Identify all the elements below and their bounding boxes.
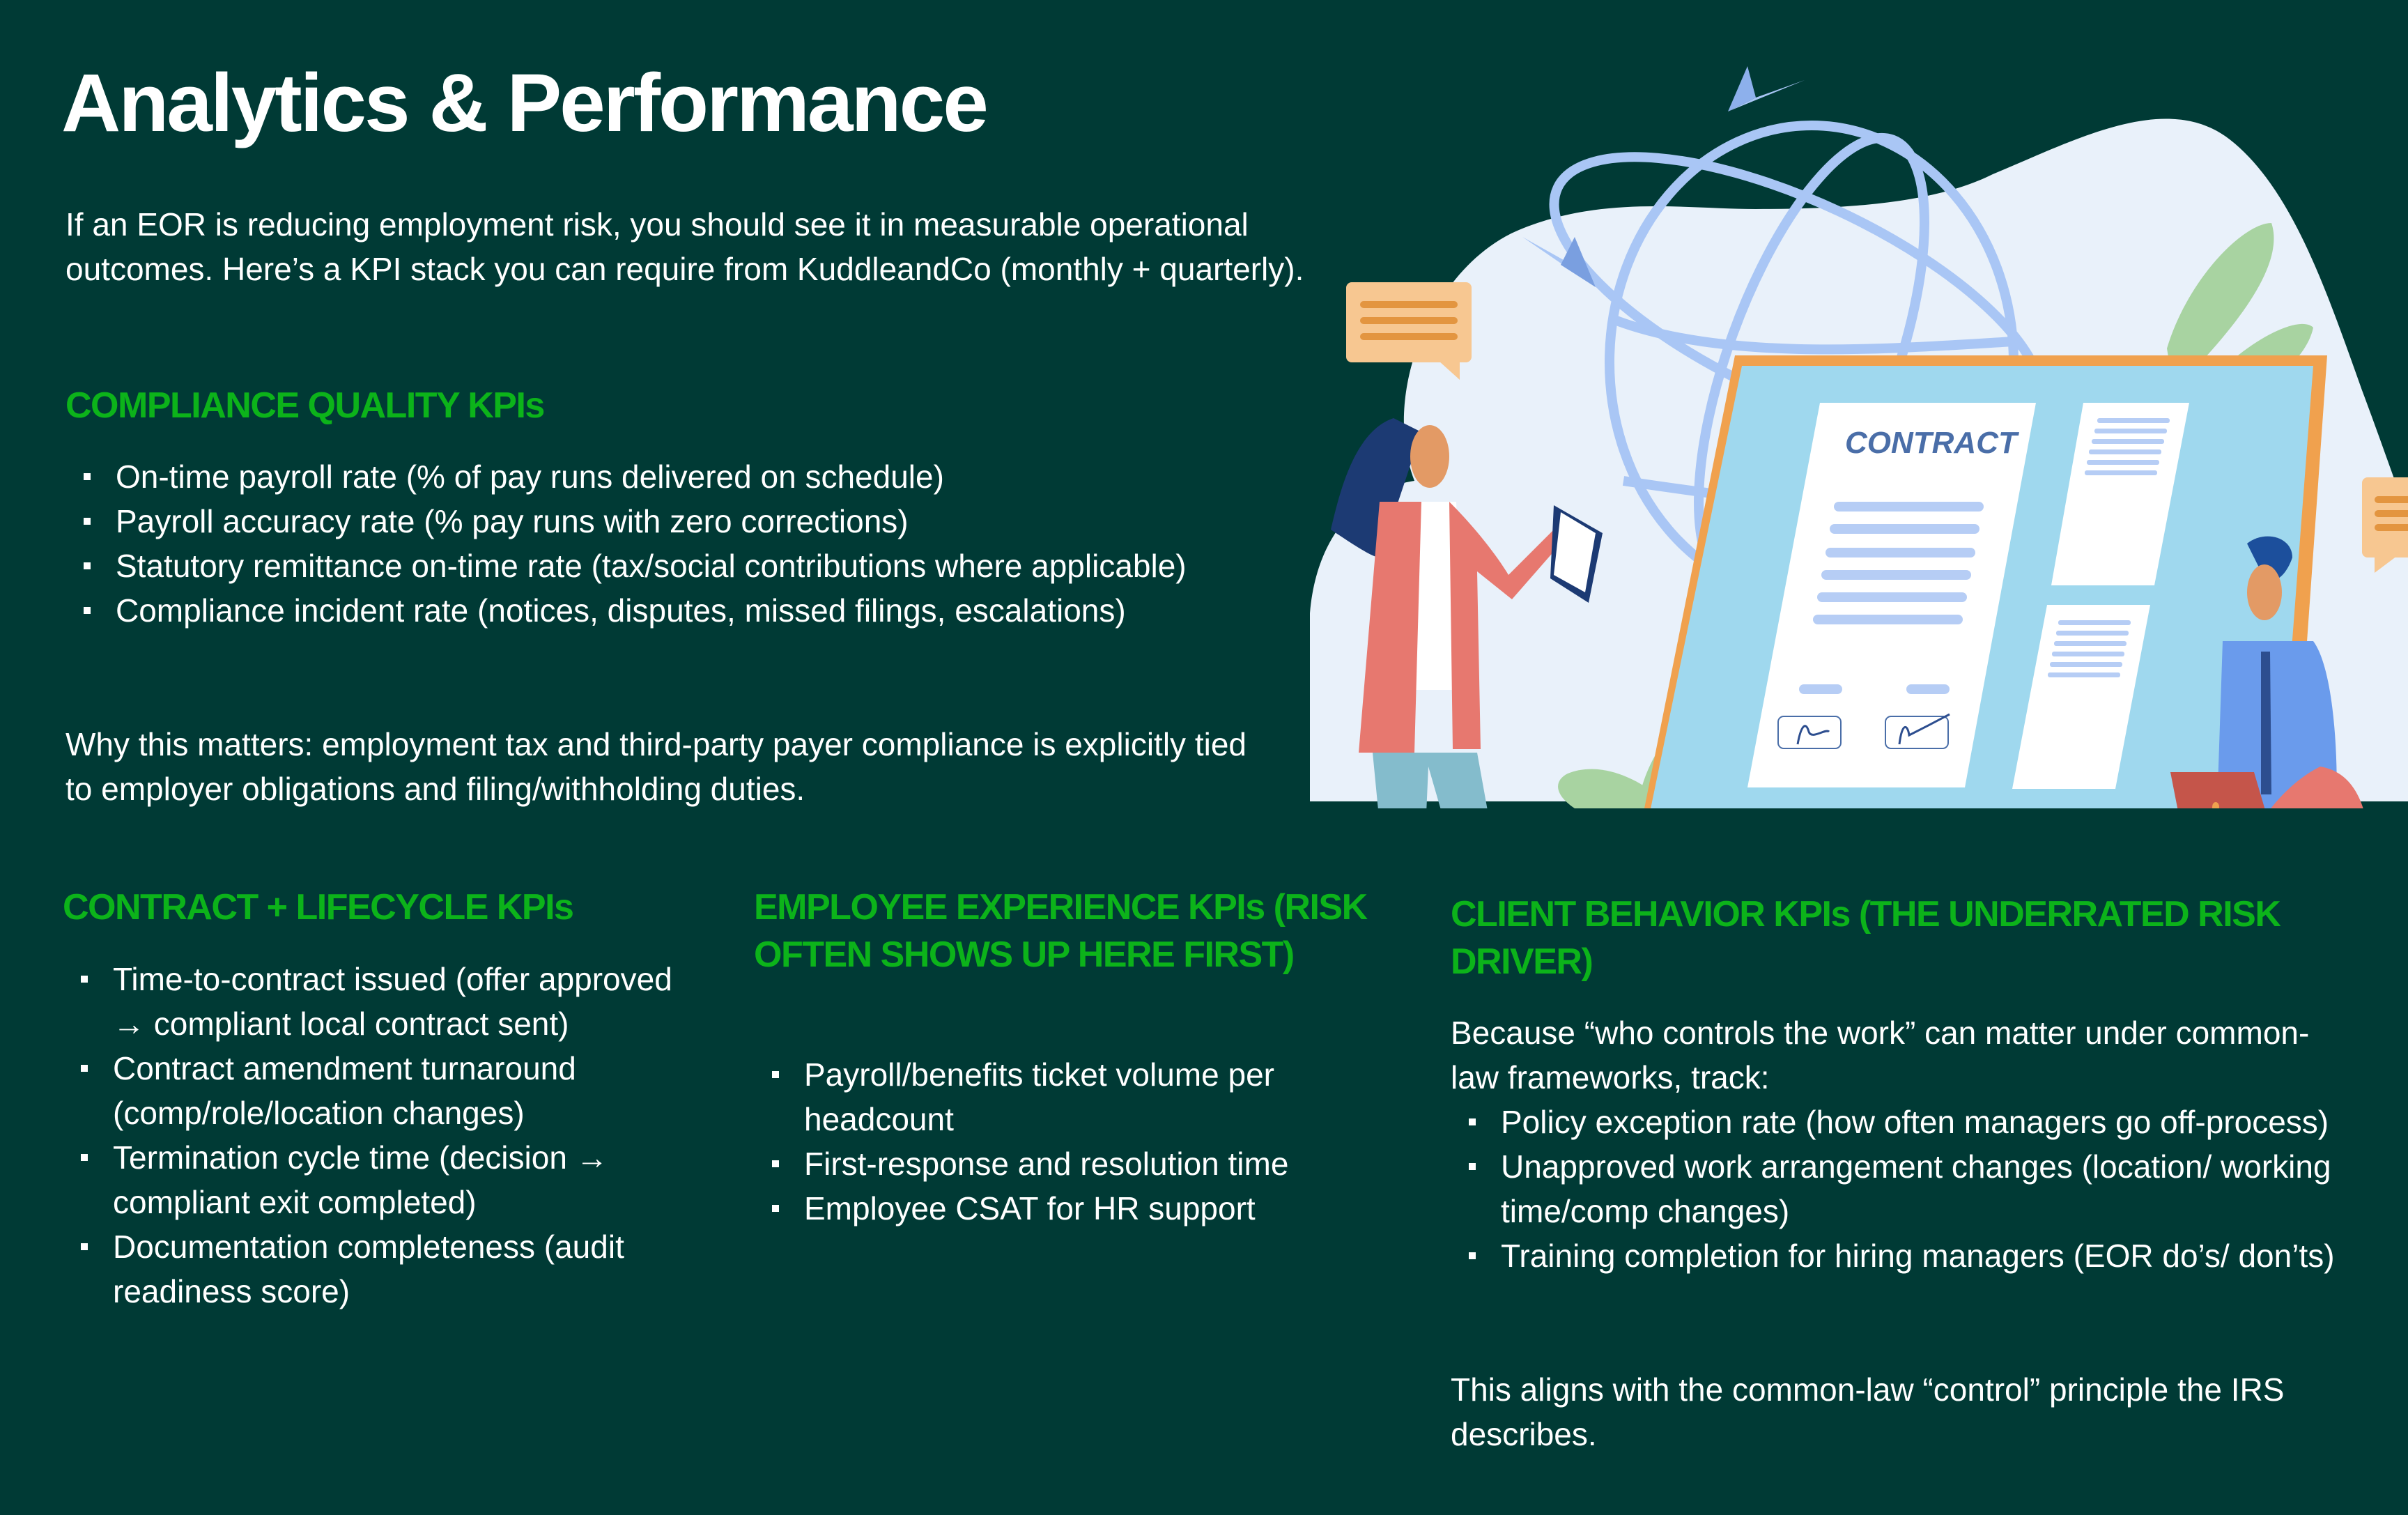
bullet-icon: [772, 1205, 779, 1212]
bullet-icon: [1469, 1118, 1476, 1125]
employee-experience-heading: EMPLOYEE EXPERIENCE KPIs (RISK OFTEN SHO…: [754, 887, 1368, 975]
bullet-icon: [81, 1243, 88, 1250]
list-item: Training completion for hiring managers …: [1451, 1233, 2356, 1278]
person-icon: [1331, 418, 1603, 808]
list-item: Employee CSAT for HR support: [754, 1186, 1381, 1231]
contract-kpi-list: Time-to-contract issued (offer approved …: [63, 957, 711, 1314]
list-item-text: Employee CSAT for HR support: [804, 1190, 1256, 1226]
list-item-text: Policy exception rate (how often manager…: [1501, 1104, 2329, 1140]
contract-illustration: CONTRACT: [1310, 66, 2408, 808]
bullet-icon: [81, 1154, 88, 1161]
list-item-text: Documentation completeness (audit readin…: [113, 1229, 624, 1309]
paper-plane-icon: [1522, 66, 1805, 287]
compliance-heading: COMPLIANCE QUALITY KPIs: [65, 385, 545, 426]
intro-paragraph: If an EOR is reducing employment risk, y…: [65, 206, 1304, 287]
list-item: Unapproved work arrangement changes (loc…: [1451, 1144, 2356, 1233]
client-outro-text: This aligns with the common-law “control…: [1451, 1371, 2285, 1452]
list-item-text: On-time payroll rate (% of pay runs deli…: [116, 459, 944, 495]
client-kpi-list: Policy exception rate (how often manager…: [1451, 1100, 2356, 1278]
bullet-icon: [1469, 1163, 1476, 1170]
contract-label: CONTRACT: [1845, 426, 2019, 460]
page-title: Analytics & Performance: [61, 57, 989, 149]
list-item: On-time payroll rate (% of pay runs deli…: [65, 454, 1334, 499]
bullet-icon: [1469, 1252, 1476, 1259]
bullet-icon: [84, 473, 91, 480]
list-item: Time-to-contract issued (offer approved …: [63, 957, 711, 1046]
list-item: Contract amendment turnaround (comp/role…: [63, 1046, 711, 1135]
list-item-text: Training completion for hiring managers …: [1501, 1238, 2335, 1274]
document-icon: [2051, 403, 2189, 585]
list-item-text: Contract amendment turnaround (comp/role…: [113, 1050, 576, 1131]
list-item: Documentation completeness (audit readin…: [63, 1224, 711, 1314]
bullet-icon: [84, 607, 91, 614]
list-item-text: First-response and resolution time: [804, 1146, 1289, 1182]
list-item: Payroll accuracy rate (% pay runs with z…: [65, 499, 1334, 544]
bullet-icon: [772, 1071, 779, 1078]
list-item: First-response and resolution time: [754, 1141, 1381, 1186]
person-icon: [2170, 536, 2363, 808]
bullet-icon: [84, 518, 91, 525]
document-icon: [2012, 605, 2150, 789]
monitor-icon: CONTRACT: [1644, 355, 2327, 808]
client-intro-text: Because “who controls the work” can matt…: [1451, 1015, 2310, 1095]
list-item: Payroll/benefits ticket volume per headc…: [754, 1052, 1381, 1141]
list-item: Statutory remittance on-time rate (tax/s…: [65, 544, 1334, 588]
list-item: Termination cycle time (decision → compl…: [63, 1135, 711, 1224]
list-item: Policy exception rate (how often manager…: [1451, 1100, 2356, 1144]
list-item-text: Payroll accuracy rate (% pay runs with z…: [116, 503, 909, 539]
bullet-icon: [772, 1160, 779, 1167]
bullet-icon: [81, 1065, 88, 1072]
list-item: Compliance incident rate (notices, dispu…: [65, 588, 1334, 633]
bullet-icon: [84, 562, 91, 569]
bullet-icon: [81, 976, 88, 983]
list-item-text: Compliance incident rate (notices, dispu…: [116, 592, 1126, 629]
employee-kpi-list: Payroll/benefits ticket volume per headc…: [754, 1052, 1381, 1231]
list-item-text: Payroll/benefits ticket volume per headc…: [804, 1056, 1274, 1137]
list-item-text: Time-to-contract issued (offer approved …: [113, 961, 672, 1042]
compliance-kpi-list: On-time payroll rate (% of pay runs deli…: [65, 454, 1334, 633]
why-this-matters-text: Why this matters: employment tax and thi…: [65, 726, 1247, 807]
list-item-text: Termination cycle time (decision → compl…: [113, 1139, 608, 1220]
contract-heading: CONTRACT + LIFECYCLE KPIs: [63, 887, 574, 928]
client-behavior-heading: CLIENT BEHAVIOR KPIs (THE UNDERRATED RIS…: [1451, 894, 2281, 982]
chat-bubble-icon: [1346, 282, 1472, 380]
list-item-text: Statutory remittance on-time rate (tax/s…: [116, 548, 1187, 584]
list-item-text: Unapproved work arrangement changes (loc…: [1501, 1148, 2331, 1229]
chat-bubble-icon: [2362, 477, 2408, 573]
